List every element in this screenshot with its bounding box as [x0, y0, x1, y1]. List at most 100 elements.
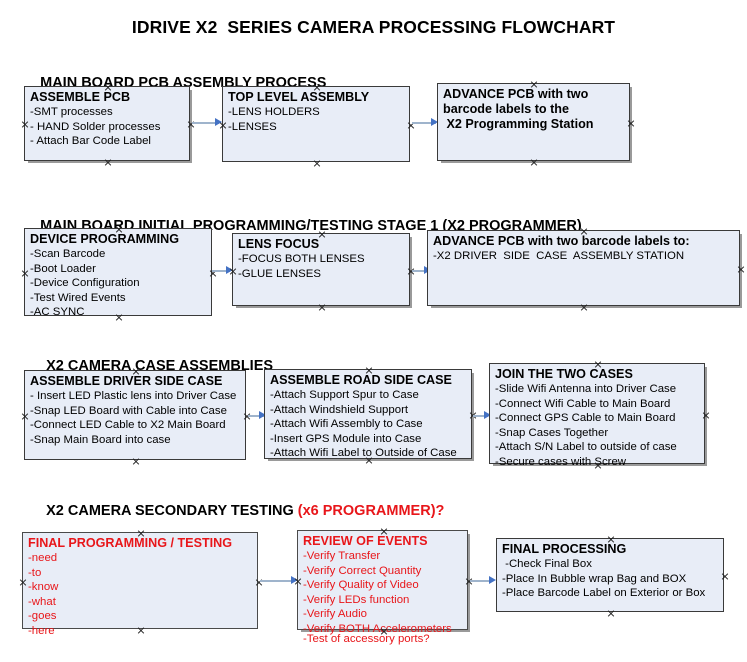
- node-device-programming[interactable]: DEVICE PROGRAMMING -Scan Barcode -Boot L…: [21, 225, 212, 318]
- node-title: JOIN THE TWO CASES: [495, 367, 633, 381]
- connector-arrowhead: [484, 411, 491, 419]
- node-line: -Connect Wifi Cable to Main Board: [495, 397, 671, 410]
- selection-handle[interactable]: [737, 265, 746, 274]
- selection-handle[interactable]: [21, 269, 30, 278]
- selection-handle[interactable]: [187, 120, 196, 129]
- node-assemble-road-side-case[interactable]: ASSEMBLE ROAD SIDE CASE -Attach Support …: [264, 369, 472, 459]
- selection-handle[interactable]: [318, 303, 327, 312]
- node-line: -Place In Bubble wrap Bag and BOX: [502, 572, 687, 585]
- node-line: -AC SYNC: [30, 306, 85, 319]
- selection-handle[interactable]: [255, 578, 264, 587]
- node-line: -Connect LED Cable to X2 Main Board: [30, 419, 226, 432]
- node-lens-focus[interactable]: LENS FOCUS -FOCUS BOTH LENSES -GLUE LENS…: [232, 233, 410, 306]
- page-title: IDRIVE X2 SERIES CAMERA PROCESSING FLOWC…: [131, 17, 616, 37]
- section-heading-4: X2 CAMERA SECONDARY TESTING (x6 PROGRAMM…: [30, 487, 444, 535]
- connector-4-1: [260, 580, 294, 582]
- node-line: -what: [28, 595, 56, 608]
- selection-handle[interactable]: [318, 230, 327, 239]
- selection-handle[interactable]: [313, 83, 322, 92]
- node-assemble-driver-side-case[interactable]: ASSEMBLE DRIVER SIDE CASE - Insert LED P…: [24, 370, 246, 460]
- node-line: -FOCUS BOTH LENSES: [238, 253, 365, 265]
- node-title: ASSEMBLE ROAD SIDE CASE: [270, 373, 452, 387]
- connector-arrowhead: [489, 576, 496, 584]
- connector-4-2: [470, 580, 492, 582]
- selection-handle[interactable]: [721, 572, 730, 581]
- selection-handle[interactable]: [380, 527, 389, 536]
- section-heading-4-text: X2 CAMERA SECONDARY TESTING: [46, 503, 298, 519]
- node-title: REVIEW OF EVENTS: [303, 534, 428, 548]
- node-title: ADVANCE PCB with two: [443, 87, 589, 101]
- selection-handle[interactable]: [530, 80, 539, 89]
- node-final-programming-testing[interactable]: FINAL PROGRAMMING / TESTING -need -to -k…: [19, 529, 258, 637]
- node-join-the-two-cases[interactable]: JOIN THE TWO CASES -Slide Wifi Antenna i…: [489, 360, 705, 468]
- node-line: -Test Wired Events: [30, 291, 126, 304]
- node-title: TOP LEVEL ASSEMBLY: [228, 90, 370, 104]
- node-line-overflow: -Test of accessory ports?: [303, 633, 430, 645]
- selection-handle[interactable]: [132, 457, 141, 466]
- selection-handle[interactable]: [594, 461, 603, 470]
- node-line: -Place Barcode Label on Exterior or Box: [502, 587, 706, 600]
- selection-handle[interactable]: [115, 225, 124, 234]
- node-line: -Snap LED Board with Cable into Case: [30, 404, 227, 417]
- node-top-level-assembly[interactable]: TOP LEVEL ASSEMBLY -LENS HOLDERS -LENSES: [222, 86, 410, 162]
- selection-handle[interactable]: [132, 367, 141, 376]
- selection-handle[interactable]: [580, 303, 589, 312]
- selection-handle[interactable]: [137, 626, 146, 635]
- node-title: LENS FOCUS: [238, 237, 320, 251]
- node-advance-pcb-station[interactable]: ADVANCE PCB with two barcode labels to t…: [437, 83, 630, 161]
- node-title: FINAL PROGRAMMING / TESTING: [28, 536, 233, 550]
- connector-1-1: [192, 122, 219, 124]
- node-line: -Verify Correct Quantity: [303, 564, 422, 577]
- selection-handle[interactable]: [21, 412, 30, 421]
- node-line: -Check Final Box: [502, 558, 592, 570]
- node-line: -need: [28, 552, 58, 564]
- node-title: FINAL PROCESSING: [502, 542, 627, 556]
- selection-handle[interactable]: [104, 83, 113, 92]
- node-line: -GLUE LENSES: [238, 267, 321, 280]
- selection-handle[interactable]: [365, 456, 374, 465]
- node-line: -Verify Transfer: [303, 550, 381, 562]
- node-line: -Boot Loader: [30, 262, 96, 275]
- node-line: -here: [28, 624, 55, 637]
- selection-handle[interactable]: [580, 227, 589, 236]
- selection-handle[interactable]: [104, 158, 113, 167]
- selection-handle[interactable]: [380, 627, 389, 636]
- node-line: -to: [28, 566, 42, 579]
- selection-handle[interactable]: [137, 529, 146, 538]
- node-line: - HAND Solder processes: [30, 120, 161, 133]
- node-line: -Attach Wifi Assembly to Case: [270, 418, 423, 431]
- selection-handle[interactable]: [219, 121, 228, 130]
- node-advance-pcb-driver-side[interactable]: ADVANCE PCB with two barcode labels to: …: [427, 230, 740, 306]
- selection-handle[interactable]: [19, 578, 28, 587]
- node-assemble-pcb[interactable]: ASSEMBLE PCB -SMT processes - HAND Solde…: [24, 86, 190, 161]
- selection-handle[interactable]: [313, 159, 322, 168]
- selection-handle[interactable]: [115, 313, 124, 322]
- selection-handle[interactable]: [607, 609, 616, 618]
- node-line: -Insert GPS Module into Case: [270, 432, 422, 445]
- node-line: -Attach Support Spur to Case: [270, 389, 419, 401]
- selection-handle[interactable]: [21, 120, 30, 129]
- node-line: -Attach S/N Label to outside of case: [495, 441, 677, 454]
- node-line: -Device Configuration: [30, 277, 140, 290]
- selection-handle[interactable]: [365, 366, 374, 375]
- node-line: -Verify LEDs function: [303, 593, 410, 606]
- selection-handle[interactable]: [294, 577, 303, 586]
- node-final-processing[interactable]: FINAL PROCESSING -Check Final Box -Place…: [496, 538, 724, 612]
- node-title-line2: barcode labels to the: [443, 102, 569, 116]
- node-review-of-events[interactable]: REVIEW OF EVENTS -Verify Transfer -Verif…: [294, 527, 468, 645]
- selection-handle[interactable]: [702, 411, 711, 420]
- connector-arrowhead: [259, 411, 266, 419]
- node-line: - Insert LED Plastic lens into Driver Ca…: [30, 390, 237, 402]
- selection-handle[interactable]: [607, 535, 616, 544]
- node-line: -LENS HOLDERS: [228, 106, 320, 118]
- selection-handle[interactable]: [229, 267, 238, 276]
- node-line: -Connect GPS Cable to Main Board: [495, 412, 676, 425]
- selection-handle[interactable]: [627, 119, 636, 128]
- node-line: - Attach Bar Code Label: [30, 135, 151, 148]
- node-title: ASSEMBLE DRIVER SIDE CASE: [30, 374, 223, 388]
- selection-handle[interactable]: [594, 360, 603, 369]
- selection-handle[interactable]: [530, 158, 539, 167]
- node-line: -Slide Wifi Antenna into Driver Case: [495, 383, 677, 395]
- node-line: -Attach Windshield Support: [270, 403, 409, 416]
- node-line: -Snap Main Board into case: [30, 433, 171, 446]
